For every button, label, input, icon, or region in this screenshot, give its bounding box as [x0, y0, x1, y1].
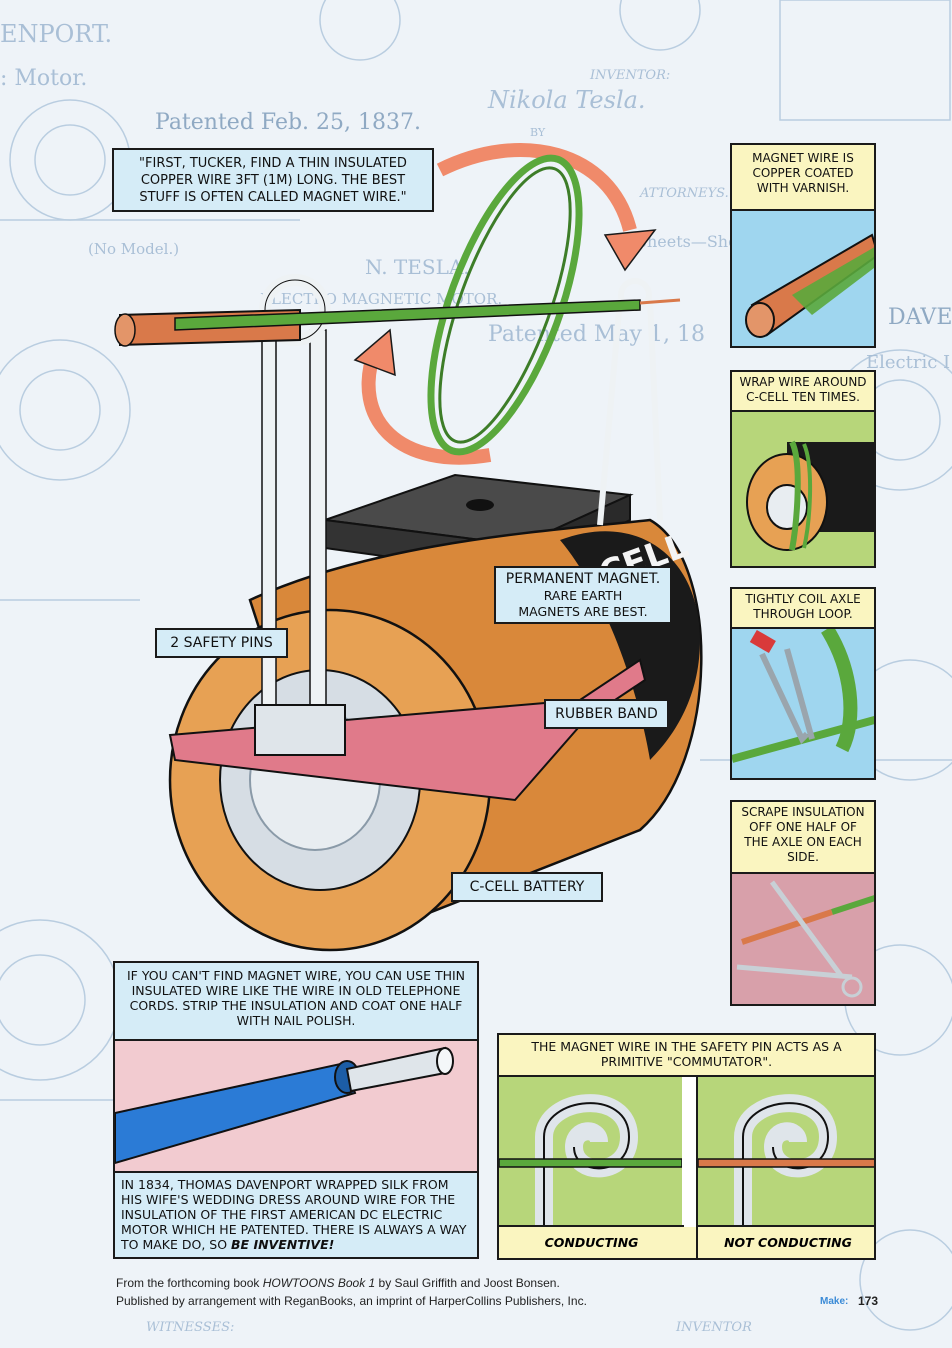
tip-panel: IF YOU CAN'T FIND MAGNET WIRE, YOU CAN U…: [113, 961, 479, 1259]
commutator-conducting-panel: [499, 1077, 684, 1227]
rotation-arrow-bottom: [361, 347, 492, 465]
tip-panel-be-inventive: BE INVENTIVE!: [231, 1237, 335, 1252]
commutator-not-conducting-panel: [696, 1077, 874, 1227]
bg-text-signature: Nikola Tesla.: [488, 86, 646, 114]
safety-pin-left-leg-b: [309, 329, 327, 716]
bg-text-sheets: Sheets—Shee: [636, 232, 748, 251]
footer-line1-post: by Saul Griffith and Joost Bonsen.: [375, 1276, 560, 1290]
bg-text-by: BY: [530, 126, 546, 139]
label-rubber-band: RUBBER BAND: [544, 699, 669, 729]
bg-text-electric: Electric I: [866, 352, 951, 373]
stripped-wire-drawing: [115, 1046, 454, 1165]
label-c-cell-battery: C-CELL BATTERY: [451, 872, 603, 902]
footer-line1-pre: From the forthcoming book: [116, 1276, 263, 1290]
bg-text-n-tesla: N. TESLA.: [365, 255, 470, 279]
label-safety-pins: 2 SAFETY PINS: [155, 628, 288, 658]
tip-panel-bottom-text: IN 1834, THOMAS DAVENPORT WRAPPED SILK F…: [121, 1177, 467, 1252]
label-magnet-title: PERMANENT MAGNET.: [505, 571, 661, 587]
bg-text-enport: ENPORT.: [0, 20, 113, 48]
rotation-arrow-bottom-head: [353, 328, 396, 377]
footer-book-title: HOWTOONS Book 1: [262, 1276, 376, 1290]
side-panel-4-caption: SCRAPE INSULATION OFF ONE HALF OF THE AX…: [732, 802, 874, 874]
rotation-arrow-top-head: [603, 229, 657, 272]
coil-axle-drawing: [732, 625, 874, 763]
side-panel-wrap-wire: WRAP WIRE AROUND C-CELL TEN TIMES.: [730, 370, 876, 568]
footer-page-number: 173: [858, 1294, 879, 1308]
commutator-caption: THE MAGNET WIRE IN THE SAFETY PIN ACTS A…: [499, 1035, 874, 1077]
bg-text-no-model: (No Model.): [88, 240, 180, 258]
side-panel-2-caption: WRAP WIRE AROUND C-CELL TEN TIMES.: [732, 372, 874, 412]
commutator-label-conducting: CONDUCTING: [499, 1225, 684, 1258]
commutator-gutter: [682, 1077, 696, 1227]
footer-credit-line-2: Published by arrangement with ReganBooks…: [116, 1294, 587, 1308]
bg-text-patented-may: Patented May 1, 18: [488, 322, 705, 347]
side-panel-coil-axle: TIGHTLY COIL AXLE THROUGH LOOP.: [730, 587, 876, 780]
bg-text-attorneys: ATTORNEYS.: [640, 186, 729, 201]
bg-text-witnesses: WITNESSES:: [146, 1320, 235, 1335]
magnet-wire-drawing: [745, 233, 874, 338]
bg-text-inventor-bottom: INVENTOR: [676, 1320, 752, 1335]
bg-text-motor: : Motor.: [0, 66, 88, 91]
conducting-drawing: [499, 1094, 682, 1227]
label-magnet-sub: RARE EARTH MAGNETS ARE BEST.: [518, 588, 648, 619]
footer-credit-line-1: From the forthcoming book HOWTOONS Book …: [116, 1276, 560, 1290]
safety-pin-left-clasp: [254, 704, 346, 756]
bg-text-patented: Patented Feb. 25, 1837.: [155, 110, 422, 135]
wire-coil: [427, 154, 583, 456]
commutator-label-not-conducting: NOT CONDUCTING: [696, 1225, 874, 1258]
not-conducting-drawing: [698, 1094, 874, 1227]
side-panel-scrape: SCRAPE INSULATION OFF ONE HALF OF THE AX…: [730, 800, 876, 1006]
side-panel-3-caption: TIGHTLY COIL AXLE THROUGH LOOP.: [732, 589, 874, 629]
wrap-wire-drawing: [746, 440, 874, 551]
main-caption: "FIRST, TUCKER, FIND A THIN INSULATED CO…: [112, 148, 434, 212]
magnet-hole: [466, 499, 494, 511]
safety-pin-right-leg-a: [597, 299, 623, 526]
bg-text-dave: DAVE: [888, 305, 952, 330]
axle-green: [174, 299, 641, 331]
side-panel-1-caption: MAGNET WIRE IS COPPER COATED WITH VARNIS…: [732, 145, 874, 211]
rotation-arrow-top: [436, 143, 637, 232]
label-permanent-magnet: PERMANENT MAGNET. RARE EARTH MAGNETS ARE…: [494, 566, 672, 624]
tip-panel-top-text: IF YOU CAN'T FIND MAGNET WIRE, YOU CAN U…: [115, 963, 477, 1041]
scrape-drawing: [736, 880, 874, 998]
safety-pin-right-leg-b: [647, 299, 663, 521]
footer-brand: Make:: [820, 1296, 849, 1307]
side-panel-magnet-wire: MAGNET WIRE IS COPPER COATED WITH VARNIS…: [730, 143, 876, 348]
bg-text-inventor: INVENTOR:: [590, 68, 671, 83]
commutator-panel: THE MAGNET WIRE IN THE SAFETY PIN ACTS A…: [497, 1033, 876, 1260]
tip-panel-bottom: IN 1834, THOMAS DAVENPORT WRAPPED SILK F…: [115, 1171, 477, 1257]
